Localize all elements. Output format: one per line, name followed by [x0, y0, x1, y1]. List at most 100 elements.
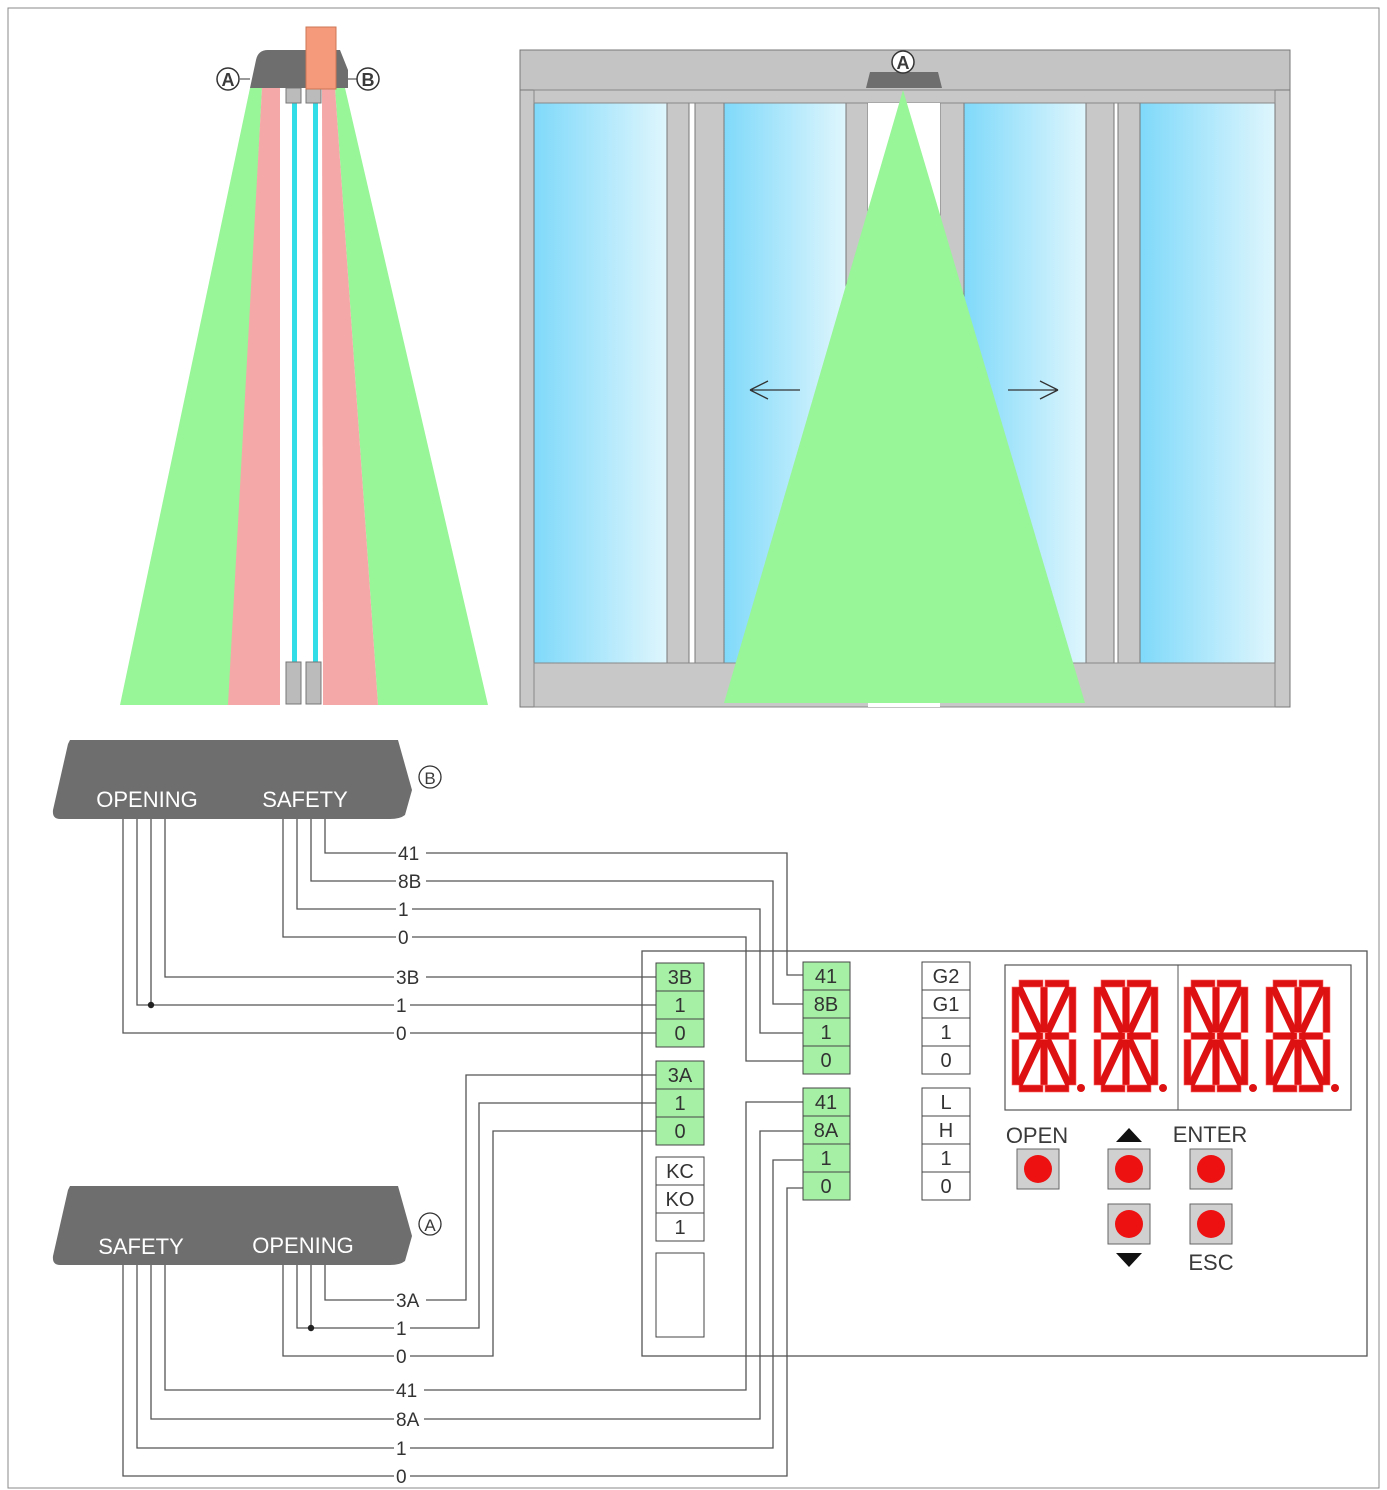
terminal-l-label: L: [940, 1092, 951, 1114]
display-segment-diagonal: [1097, 1038, 1126, 1087]
wire-label-b-8b: 8B: [398, 872, 421, 893]
display-digit: [1093, 979, 1167, 1093]
terminal-k-1: [655, 1212, 705, 1242]
wire-a-41: [164, 1101, 803, 1391]
sensor-a-safety-label: SAFETY: [98, 1234, 184, 1259]
display-segment: [1212, 986, 1220, 1033]
frame-post-inner-left: [666, 89, 690, 708]
display-segment: [1298, 979, 1324, 988]
display-segment: [1272, 1084, 1298, 1093]
terminal-8b-label: 8B: [814, 994, 838, 1016]
terminal-a-1: [655, 1088, 705, 1118]
wire-label-b-0: 0: [398, 928, 409, 949]
display-decimal-point: [1249, 1084, 1257, 1092]
display-segment: [1190, 1032, 1216, 1040]
wire-label-a-1: 1: [396, 1439, 407, 1460]
wiring: [122, 819, 803, 1477]
display-segment: [1150, 986, 1159, 1033]
wire-a-3a: [324, 1074, 656, 1301]
terminal-lh-0-label: 0: [940, 1176, 951, 1198]
terminal-kc-label: KC: [666, 1161, 694, 1183]
terminal-kc: [655, 1156, 705, 1186]
wire-a-8a: [150, 1130, 803, 1420]
terminal-a-0-label: 0: [674, 1121, 685, 1143]
display-segment-diagonal: [1216, 985, 1245, 1034]
display-segment: [1044, 1084, 1070, 1093]
display-segment-diagonal: [1187, 985, 1216, 1034]
display-segment-diagonal: [1126, 985, 1155, 1034]
terminal-l: [921, 1087, 971, 1117]
terminal-h-label: H: [939, 1120, 953, 1142]
sensor-b-callout-circle: [418, 765, 442, 789]
display-segment: [1018, 1084, 1044, 1093]
display-segment: [1212, 1039, 1220, 1086]
terminal-ko-label: KO: [666, 1189, 695, 1211]
display-segment: [1018, 1032, 1044, 1040]
terminal-ko: [655, 1184, 705, 1214]
wire-a-opening-1-bridge: [296, 1265, 311, 1329]
opening-field-right: [335, 88, 488, 705]
display-segment: [1068, 986, 1077, 1033]
terminal-blank: [655, 1252, 705, 1338]
terminal-col1-top: 3B 1 0: [655, 962, 705, 1048]
terminal-col3-top: G2 G1 1 0: [921, 961, 971, 1075]
front-sensor: [866, 72, 942, 88]
door-top-left: [285, 87, 302, 104]
terminal-g2: [921, 961, 971, 991]
wire-junction-a: [307, 1324, 315, 1332]
up-button[interactable]: [1107, 1148, 1151, 1190]
arrow-right-icon: [1008, 380, 1059, 400]
leaf-right-outer-stile: [1085, 102, 1115, 664]
terminal-g-1-label: 1: [940, 1022, 951, 1044]
display-segment: [1265, 986, 1274, 1033]
callout-a: A: [222, 70, 235, 90]
enter-button[interactable]: [1189, 1148, 1233, 1190]
sensor-b: OPENING SAFETY B: [52, 740, 442, 819]
terminal-g-1: [921, 1017, 971, 1047]
terminal-a-safety-0: [802, 1171, 851, 1201]
down-button[interactable]: [1107, 1203, 1151, 1245]
display-segment: [1044, 1032, 1070, 1040]
wire-label-b-opening-1: 1: [396, 996, 407, 1017]
display-segment: [1265, 1039, 1274, 1086]
display-segment: [1044, 979, 1070, 988]
terminal-a-safety-1-label: 1: [820, 1148, 831, 1170]
terminal-a-41-label: 41: [815, 1092, 837, 1114]
wire-b-opening-1-bridge: [136, 819, 151, 1006]
display-decimal-point: [1159, 1084, 1167, 1092]
terminal-a-0: [655, 1116, 705, 1146]
callout-b: B: [362, 70, 375, 90]
terminal-b-1-label: 1: [674, 995, 685, 1017]
wire-b-3b: [164, 819, 656, 978]
safety-field-left: [228, 88, 285, 705]
display-segment: [1216, 1084, 1242, 1093]
sensor-a: SAFETY OPENING A: [52, 1186, 442, 1265]
display-segment: [1100, 1084, 1126, 1093]
display-segment-diagonal: [1044, 985, 1073, 1034]
esc-button[interactable]: [1189, 1203, 1233, 1245]
wire-b-opening-0: [122, 819, 656, 1034]
terminal-col3-bottom: L H 1 0: [921, 1087, 971, 1201]
display-digit: [1011, 979, 1085, 1093]
glass-fixed-left: [534, 103, 667, 663]
open-button[interactable]: [1016, 1148, 1060, 1190]
terminal-3b-label: 3B: [668, 967, 692, 989]
terminal-3a-label: 3A: [668, 1065, 693, 1087]
segment-display: [1004, 964, 1352, 1111]
opening-field-left: [120, 88, 262, 705]
display-segment: [1093, 986, 1102, 1033]
terminal-col1-white: KC KO 1: [655, 1156, 705, 1338]
wire-label-a-opening-0: 0: [396, 1347, 407, 1368]
sensor-a-callout: A: [424, 1216, 436, 1235]
header-beam: [305, 26, 337, 90]
wire-label-b-1: 1: [398, 900, 409, 921]
display-segment-diagonal: [1269, 985, 1298, 1034]
terminal-k-1-label: 1: [674, 1217, 685, 1239]
terminal-lh-0: [921, 1171, 971, 1201]
display-segment: [1272, 1032, 1298, 1040]
display-segment: [1298, 1084, 1324, 1093]
wire-a-0: [122, 1187, 803, 1477]
terminal-g2-label: G2: [933, 966, 960, 988]
wire-label-b-opening-0: 0: [396, 1024, 407, 1045]
display-segment: [1216, 1032, 1242, 1040]
